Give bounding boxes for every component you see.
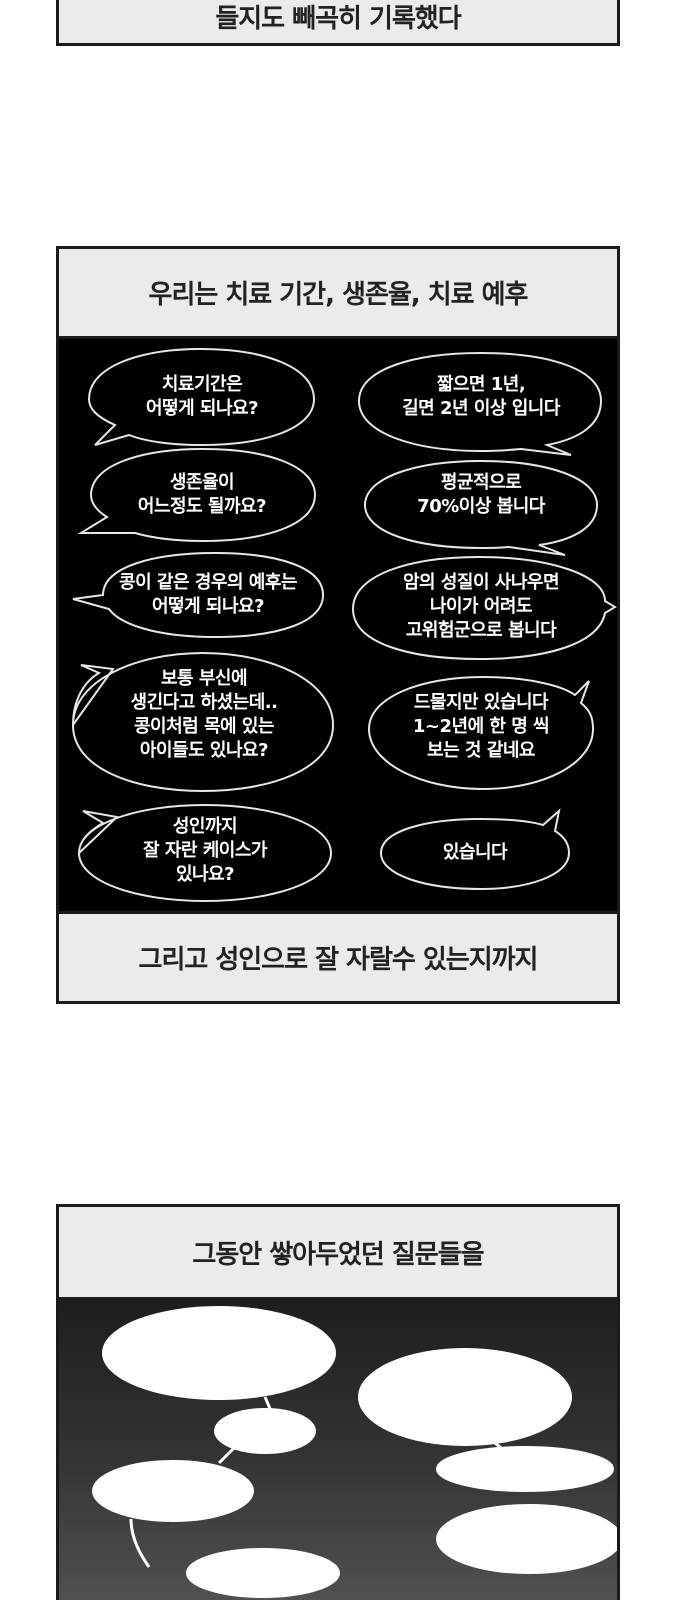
empty-bubble-6 (436, 1504, 617, 1574)
bubble-text-a1: 짧으면 1년, 길면 2년 이상 입니다 (402, 374, 560, 419)
bubble-text-a2: 평균적으로 70%이상 봅니다 (417, 472, 545, 517)
speech-bubbles-art (71, 347, 617, 903)
panel-header: 우리는 치료 기간, 생존율, 치료 예후 (59, 249, 617, 339)
empty-bubbles-art (92, 1306, 617, 1598)
bubble-text-a3: 암의 성질이 사나우면 나이가 어려도 고위험군으로 봅니다 (402, 572, 560, 641)
bubble-answer-5 (379, 808, 571, 891)
empty-bubble-7 (186, 1548, 340, 1598)
empty-bubble-2 (358, 1348, 572, 1446)
panel-footer: 그리고 성인으로 잘 자랄수 있는지까지 (59, 911, 617, 1001)
panel-header-text: 우리는 치료 기간, 생존율, 치료 예후 (148, 280, 529, 310)
empty-bubble-5 (436, 1446, 614, 1492)
bubble-text-q5: 성인까지 잘 자란 케이스가 있나요? (143, 816, 267, 885)
bubble-text-q2: 생존율이 어느정도 될까요? (137, 472, 267, 517)
bubble-question-1 (87, 347, 316, 447)
qa-panel: 우리는 치료 기간, 생존율, 치료 예후 치료기간은 어떻 (56, 246, 620, 1004)
empty-bubble-3 (214, 1408, 316, 1454)
bubble-answer-2 (363, 459, 599, 556)
bubble-text-q4: 보통 부신에 생긴다고 하셨는데.. 콩이처럼 목에 있는 아이들도 있나요? (130, 668, 278, 761)
bubble-text-q3: 콩이 같은 경우의 예후는 어떻게 되나요? (119, 572, 297, 617)
bubble-question-5 (77, 803, 333, 903)
caption-top-text: 들지도 빼곡히 기록했다 (215, 4, 461, 34)
bubble-connector-2 (217, 1445, 237, 1465)
bubble-question-3 (72, 551, 325, 639)
caption-top: 들지도 빼곡히 기록했다 (56, 0, 620, 46)
bubble-connector-4 (129, 1518, 151, 1568)
empty-bubble-4 (92, 1460, 254, 1522)
bubble-answer-4 (367, 675, 595, 791)
bubble-question-2 (77, 447, 317, 543)
panel2-header-text: 그동안 쌓아두었던 질문들을 (192, 1239, 484, 1270)
bubble-text-a5: 있습니다 (442, 842, 508, 863)
bubble-connector-1 (263, 1396, 273, 1412)
empty-bubble-1 (102, 1306, 336, 1400)
bubble-text-a4: 드물지만 있습니다 1~2년에 한 명 씩 보는 것 같네요 (412, 692, 550, 761)
bubble-answer-3 (351, 555, 617, 661)
bubble-question-4 (71, 651, 335, 793)
panel-footer-text: 그리고 성인으로 잘 자랄수 있는지까지 (138, 945, 539, 975)
bubble-text-q1: 치료기간은 어떻게 되나요? (145, 374, 259, 419)
panel2-header: 그동안 쌓아두었던 질문들을 (59, 1207, 617, 1297)
bubble-answer-1 (357, 351, 603, 456)
questions-panel: 그동안 쌓아두었던 질문들을 (56, 1204, 620, 1600)
bubble-connector-3 (494, 1441, 506, 1453)
